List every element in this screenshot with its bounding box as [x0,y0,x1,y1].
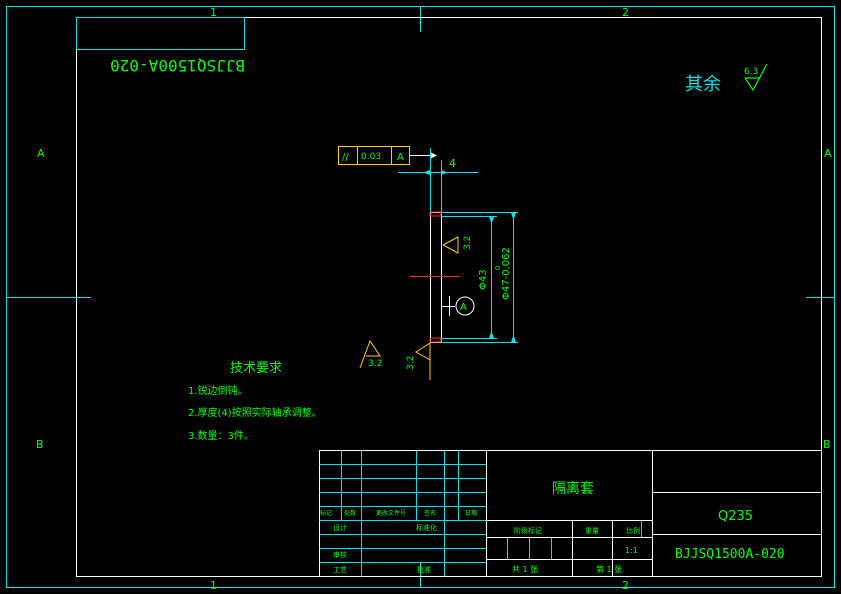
tolerance-frame: // 0.03 A [338,146,437,165]
scale-value: 1:1 [625,546,638,555]
part-name: 隔离套 [552,480,594,497]
material: Q235 [718,509,753,524]
other-surfaces-label: 其余 [685,74,721,95]
notes-title: 技术要求 [230,361,282,376]
sheets-total: 共 1 张 [512,565,538,574]
note-item-3: 3.数量：3件。 [188,429,254,442]
part-section [410,211,518,343]
zone-row-b-left: B [36,438,44,451]
mirrored-drawing-number: BJJSQ1500A-020 [110,56,245,75]
dim-outer-upper-deviation: 0 [494,266,502,270]
roughness-symbol-bottom [415,342,431,380]
tolerance-value: 0.03 [361,152,381,162]
tb-stage: 阶段标记 [514,526,542,535]
tb-std: 标准化 [416,523,437,532]
dim-inner-diameter: Φ43 [478,269,489,290]
dim-width-value: 4 [449,157,456,170]
roughness-bottom-value: 3.2 [406,356,416,370]
tb-date: 日期 [465,509,477,517]
roughness-value-other: 6.3 [744,67,758,77]
zone-row-a-right: A [824,147,832,160]
datum-letter: A [460,302,467,313]
roughness-outer-value: 3.2 [463,236,473,250]
tb-scale-header: 比例 [626,526,640,535]
dim-diameters [489,213,516,342]
roughness-symbol-other [744,63,768,92]
zone-col-2-top: 2 [622,6,629,19]
roughness-symbol-left [359,339,381,369]
dim-outer-diameter: Φ47-0.062 [501,247,512,300]
tb-approve: 批准 [417,565,431,574]
drawing-number: BJJSQ1500A-020 [675,547,785,562]
tb-weight: 重量 [585,527,599,535]
tolerance-datum: A [397,152,404,163]
tb-sign: 签名 [424,509,436,517]
mirrored-number-box [76,17,245,50]
centering-marks [6,6,835,588]
tb-design: 设计 [333,523,347,532]
tolerance-symbol: // [342,152,349,163]
tb-mark: 标记 [320,509,332,517]
zone-col-1-bottom: 1 [210,579,217,592]
title-block [319,450,822,577]
note-item-2: 2.厚度(4)按照实际轴承调整。 [188,406,322,419]
datum-symbol: A [441,296,475,316]
title-block-revision-grid [319,450,642,577]
roughness-left-value: 3.2 [368,359,382,369]
tb-review: 审核 [333,550,347,559]
tb-count: 处数 [344,509,356,517]
zone-row-b-right: B [823,438,831,451]
zone-col-2-bottom: 2 [622,579,629,592]
zone-row-a-left: A [37,147,45,160]
sheet-number: 第 1 张 [596,564,622,574]
tb-doc: 更改文件号 [376,509,406,517]
roughness-symbol-outer [442,236,459,254]
zone-col-1-top: 1 [210,6,217,19]
dim-width [398,148,478,212]
tb-process: 工艺 [333,566,347,574]
note-item-1: 1.锐边倒钝。 [188,384,248,397]
